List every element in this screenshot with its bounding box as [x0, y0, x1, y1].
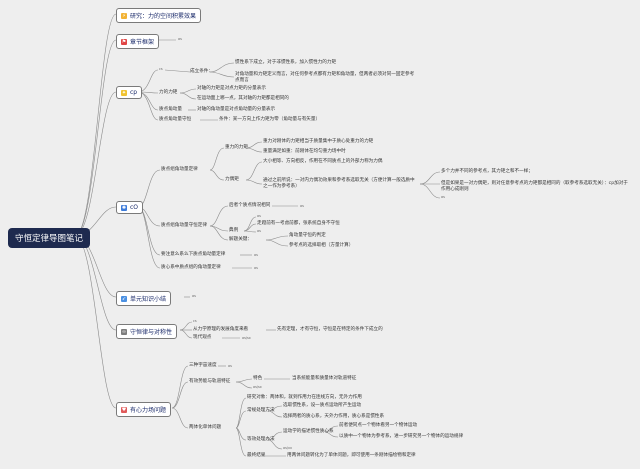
symmetry-modern-tag: as/sx: [242, 336, 251, 340]
branch-co-label: cO: [130, 204, 139, 211]
atom-icon: ✺: [121, 204, 127, 211]
co-example: 典例: [229, 228, 239, 233]
branch-cp-label: cp: [130, 89, 138, 96]
cp-condition-1: 惯性系下成立，对于非惯性系，加入惯性力的力矩: [235, 60, 337, 65]
cp-angular-momentum: 质点角动量: [159, 107, 182, 112]
co-key-2: 参考点的选择取相（方量计算）: [289, 243, 354, 248]
branch-symmetry-label: 守恒律与对称性: [130, 329, 173, 336]
bulb-icon: ✦: [121, 89, 127, 96]
two-body-standard-1: 选取惯性系，设一质点运动所产生运动: [283, 403, 362, 408]
two-body-equivalent-1a: 前者便同点一个物体看另一个物体运动: [339, 423, 418, 428]
cp-condition: 成立条件：: [190, 69, 213, 74]
root-topic[interactable]: 守恒定律导图笔记: [8, 228, 91, 248]
co-couple-2: 通过之前所说：一对内力偶功效果和参考系选取无关（方便计算一般选质中之一作为参考系…: [263, 178, 415, 190]
two-body-equivalent-tag: as/xx: [283, 446, 292, 450]
lightning-icon: ⚡: [121, 12, 127, 19]
co-couple-1: 大小相等、方向相反，作用在不同质点上的外部力称为力偶: [263, 159, 383, 164]
co-couple: 力偶矩: [225, 177, 239, 182]
co-key-1: 角动量守恒的判定: [289, 233, 326, 238]
symmetry-cs: cs: [193, 319, 197, 323]
two-body-object: 研究对象：两体和，就到作用力在连线方向，无外力作用: [247, 395, 362, 400]
branch-co[interactable]: ✺ cO: [116, 201, 144, 214]
co-centroid-law-tag: as: [254, 266, 258, 270]
branch-summary[interactable]: ➶ 单元知识小结: [116, 291, 172, 306]
two-body-result-a: 用两体问题转化为了单体问题，即可使用一条刚体描绘物和定律: [287, 453, 416, 458]
effective-potential-feature-a: 当系统能量和质量体对轨道特征: [292, 376, 357, 381]
branch-chapter-framework[interactable]: ⚑ 章节框架: [116, 34, 160, 49]
cp-conservation: 质点角动量守恒: [159, 117, 192, 122]
co-same-case-tag: as: [300, 204, 304, 208]
chapter-framework-tag: as: [178, 37, 182, 41]
summary-tag: as: [192, 294, 196, 298]
cp-torque: 力的力矩: [159, 90, 178, 95]
co-same-case: 后者个质点情况相同: [229, 203, 271, 208]
co-example-2: 走蹬前有一考虑前都，张系统自身不守恒: [257, 221, 340, 226]
branch-chapter-framework-label: 章节框架: [130, 39, 155, 46]
co-system-law: 质点组角动量定律: [161, 167, 198, 172]
effective-potential-feature: 特色: [253, 376, 263, 381]
two-body-standard: 常规处理方法: [247, 408, 275, 413]
cosmic-velocity-tag: as: [228, 364, 232, 368]
cp-torque-b: 在运动面上哪一点，其对轴的力矩都是相同的: [197, 96, 289, 101]
co-gravity-torque-2: 重量满足如重：前刚体在均匀重力场中时: [263, 149, 346, 154]
co-note: 要注意么系么下质点角动量定律: [161, 252, 226, 257]
heart-icon: ♥: [121, 406, 127, 413]
rocket-icon: ➶: [121, 295, 127, 302]
root-topic-label: 守恒定律导图笔记: [15, 234, 84, 244]
branch-central-force-label: 有心力场问题: [130, 407, 167, 414]
branch-central-force[interactable]: ♥ 有心力场问题: [116, 402, 172, 417]
branch-summary-label: 单元知识小结: [130, 296, 167, 303]
two-body-equivalent-1: 运动学的描述惯性质心系: [283, 429, 334, 434]
co-example-3: as: [257, 229, 261, 233]
link-icon: ∞: [121, 328, 127, 335]
branch-research[interactable]: ⚡ 研究：力的空间积累效果: [116, 8, 202, 23]
cp-torque-a: 对轴的力矩是对点力矩的分量表示: [197, 86, 266, 91]
cp-node-cs: cs: [159, 67, 163, 71]
branch-research-label: 研究：力的空间积累效果: [130, 13, 197, 20]
flag-icon: ⚑: [121, 38, 127, 45]
co-key: 解题关键：: [229, 237, 252, 242]
symmetry-modern: 现代观点: [193, 335, 212, 340]
branch-cp[interactable]: ✦ cp: [116, 86, 143, 99]
co-note-tag: as: [254, 253, 258, 257]
effective-potential: 有效势能与轨道特征: [189, 379, 231, 384]
symmetry-development-a: 先有定理，才有守恒，守恒是在特定的条件下成立的: [277, 327, 383, 332]
co-example-1: as: [257, 214, 261, 218]
symmetry-development: 从力学原理的发展角度来看: [193, 327, 249, 332]
co-gravity-torque-1: 重力对刚体的力矩相当于质量集中于质心处重力的力矩: [263, 139, 374, 144]
cp-condition-2: 对角动量和力矩定义而言，对任何参考点都有力矩和角动量，但两者必须对同一固定参考点…: [235, 72, 415, 84]
co-couple-2a: 多个力并不同的参考点，其力矩之和不一样；: [441, 169, 533, 174]
effective-potential-tag: as/sx: [253, 385, 262, 389]
two-body-equivalent-1b: 以质中一个物体为参考系，进一步研究另一个物体的运动规律: [339, 434, 464, 439]
co-couple-2b: 但是如果是一对力偶矩，则对任意参考点的力矩都是相同的（取参考系选取无关）：cp加…: [441, 181, 628, 193]
co-couple-2c: as: [441, 195, 445, 199]
co-system-conservation: 质点组角动量守恒定律: [161, 223, 207, 228]
co-centroid-law: 质心系中质点组的角动量定律: [161, 265, 221, 270]
cosmic-velocity: 三种宇宙速度: [189, 363, 217, 368]
two-body-standard-2: 选择两者的质心系，天外力作用，质心系是惯性系: [283, 414, 385, 419]
two-body-result: 最终结果: [247, 453, 266, 458]
co-gravity-torque: 重力的力矩: [225, 145, 248, 150]
branch-symmetry[interactable]: ∞ 守恒律与对称性: [116, 324, 178, 339]
cp-angular-momentum-a: 对轴的角动量是对点角动量的分量表示: [197, 107, 276, 112]
two-body-equivalent: 等效处理办法: [247, 437, 275, 442]
two-body: 两体化单体问题: [189, 425, 222, 430]
cp-conservation-a: 条件：某一方向上作力矩为零（角动量与有矢量）: [219, 117, 321, 122]
